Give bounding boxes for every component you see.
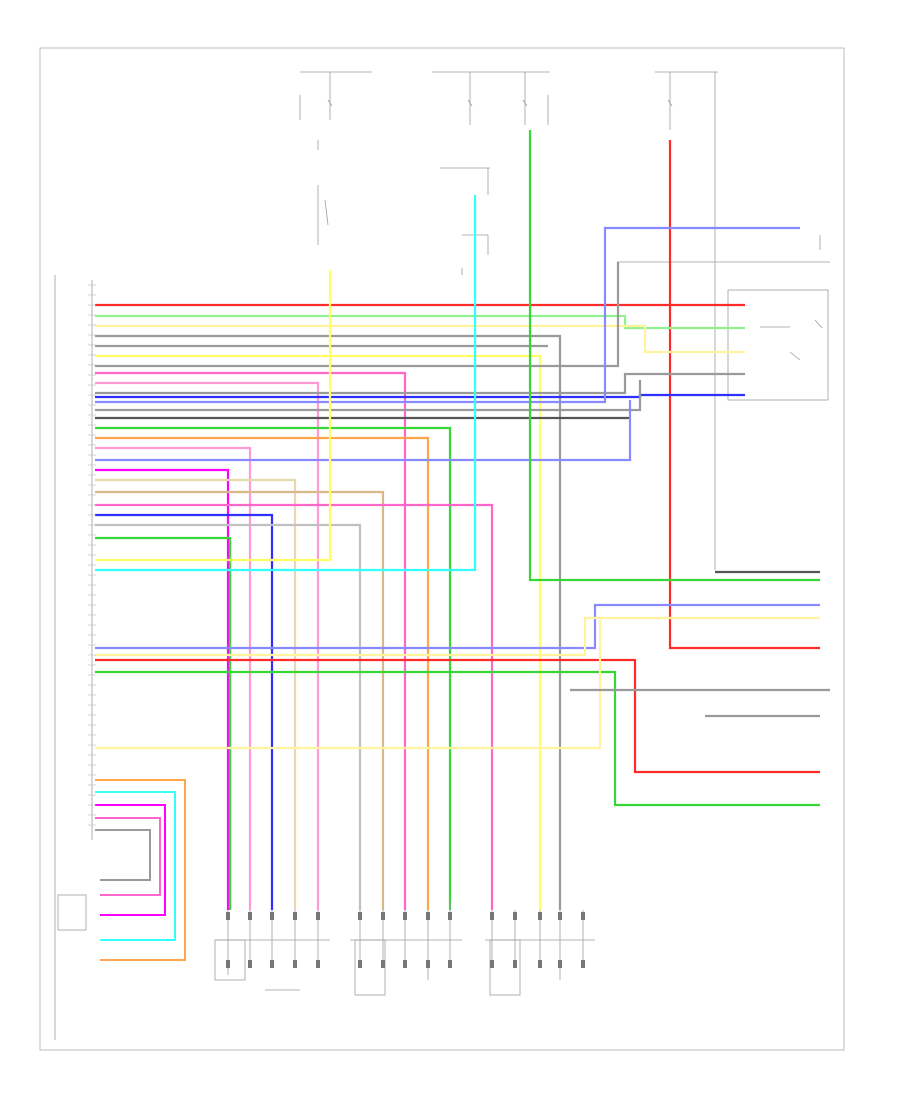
connector-pin [490, 912, 494, 920]
wire-red-vertical [668, 140, 820, 650]
wire-pink-2 [95, 503, 494, 910]
connector-pin [538, 912, 542, 920]
connector-pin [403, 960, 407, 968]
wire-paleyellow-2 [95, 616, 820, 657]
wire-yellow-2 [95, 354, 542, 910]
connector-pin [316, 960, 320, 968]
wire-green-1 [95, 426, 452, 910]
wire-yellow-1 [95, 270, 332, 562]
wire-blue-1 [95, 393, 745, 399]
connector-pin [538, 960, 542, 968]
connector-pin [293, 912, 297, 920]
wire-bundle [95, 130, 830, 910]
wire-green-4 [95, 670, 820, 807]
wire-magenta-1 [95, 468, 230, 910]
connector-pin [448, 912, 452, 920]
wire-green-2 [95, 536, 232, 910]
wire-lightblue-2 [95, 400, 632, 462]
connector-pin [226, 912, 230, 920]
wire-lightpink-1 [95, 381, 320, 910]
wire-paleyellow-1 [95, 324, 745, 354]
wire-blue-2 [95, 513, 274, 910]
ecu-connector [54, 275, 93, 1040]
connector-pin [581, 912, 585, 920]
bottom-connector-3 [485, 910, 595, 996]
connector-pin [381, 960, 385, 968]
connector-pin [403, 912, 407, 920]
connector-pin [558, 912, 562, 920]
wire-gray-4 [95, 372, 745, 395]
right-switch-assembly [617, 235, 830, 401]
wire-lightblue-3 [95, 603, 820, 650]
connector-pin [358, 912, 362, 920]
lower-left-component [57, 894, 87, 931]
connector-pin [426, 960, 430, 968]
wire-yellow-3 [95, 620, 602, 750]
connector-pin [270, 960, 274, 968]
wire-gray-6 [95, 523, 362, 910]
diagram-frame [39, 47, 845, 1051]
wire-pink-1 [95, 371, 407, 910]
connector-pin [558, 960, 562, 968]
wire-tan-1 [95, 478, 297, 910]
wire-gray-1 [95, 334, 562, 910]
wire-cyan-1 [95, 195, 477, 572]
wire-lightblue-1 [95, 226, 800, 404]
wire-gray-3 [95, 262, 620, 368]
bottom-connector-1 [214, 910, 330, 991]
lower-left-sensor-wiring [95, 779, 186, 961]
wire-orange-1 [95, 436, 430, 910]
connector-pin [513, 960, 517, 968]
connector-pin [490, 960, 494, 968]
connector-pin [316, 912, 320, 920]
connector-pin [381, 912, 385, 920]
top-supply-2 [432, 71, 550, 275]
connector-pin [293, 960, 297, 968]
connector-pin [448, 960, 452, 968]
connector-pin [248, 960, 252, 968]
top-supply-3 [655, 71, 718, 570]
connector-pin [248, 912, 252, 920]
wire-tan-2 [95, 490, 385, 910]
connector-pin [270, 912, 274, 920]
wire-lightpink-2 [95, 446, 252, 910]
connector-pin [226, 960, 230, 968]
wire-green-3 [528, 130, 820, 582]
connector-pin [581, 960, 585, 968]
connector-pin [358, 960, 362, 968]
top-supply-1 [299, 71, 372, 245]
connector-pins [88, 284, 585, 968]
wire-lightgreen-1 [95, 314, 745, 330]
wire-red-2 [95, 658, 820, 774]
wire-gray-5 [95, 380, 642, 412]
connector-pin [426, 912, 430, 920]
connector-pin [513, 912, 517, 920]
